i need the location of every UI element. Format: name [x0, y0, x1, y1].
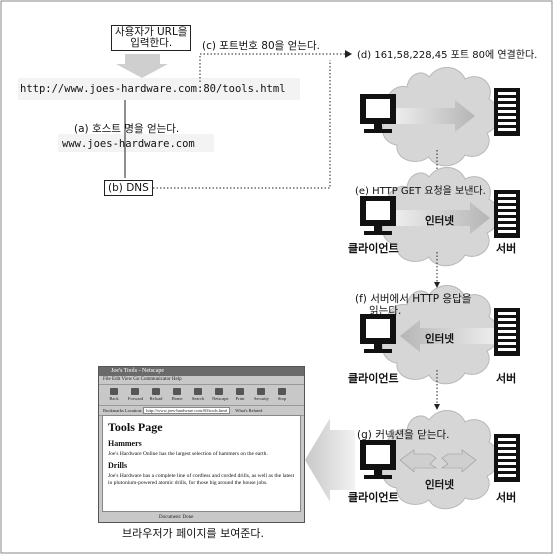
- reload-icon: [152, 388, 160, 395]
- server-rack-3: [494, 308, 520, 356]
- search-icon: [194, 388, 202, 395]
- stop-icon: [278, 388, 286, 395]
- toolbar-button-home[interactable]: Home: [170, 388, 184, 402]
- arrowhead-3-4: [434, 404, 440, 410]
- browser-titlebar: Joe's Tools - Netscape: [99, 367, 304, 376]
- print-icon: [236, 388, 244, 395]
- internet-cloud-4: [381, 409, 500, 510]
- whats-related-button[interactable]: What's Related: [235, 408, 263, 413]
- browser-window: Joe's Tools - Netscape File Edit View Go…: [98, 366, 305, 523]
- home-icon: [173, 388, 181, 395]
- url-text: http://www.joes-hardware.com:80/tools.ht…: [20, 83, 286, 95]
- browser-status: Document: Done: [159, 515, 194, 520]
- step-f-label: (f) 서버에서 HTTP 응답을 읽는다.: [355, 293, 471, 317]
- connect-arrow-1: [395, 100, 475, 132]
- back-icon: [110, 388, 118, 395]
- broken-connection-arrow: [399, 449, 477, 473]
- toolbar-button-forward[interactable]: Forward: [128, 388, 144, 402]
- netscape-icon: [215, 388, 223, 395]
- url-path: /tools.html: [215, 83, 286, 95]
- toolbar-button-security[interactable]: Security: [254, 388, 269, 402]
- url-port: :80: [197, 83, 216, 95]
- toolbar-button-label: Home: [171, 396, 183, 401]
- browser-content: Tools Page Hammers Joe's Hardware Online…: [102, 415, 301, 512]
- user-to-url-arrow: [116, 54, 168, 78]
- section1-text: Joe's Hardware Online has the largest se…: [108, 451, 268, 457]
- step-f-line1: (f) 서버에서 HTTP 응답을: [355, 293, 472, 305]
- server-label-4: 서버: [496, 491, 517, 504]
- toolbar-button-label: Print: [235, 396, 245, 401]
- section2-heading: Drills: [108, 461, 128, 470]
- display-arrow: [305, 418, 355, 502]
- internet-label-2: 인터넷: [425, 215, 454, 227]
- client-label-3: 클라이언트: [348, 372, 399, 385]
- toolbar-button-label: Reload: [149, 396, 163, 401]
- client-label-2: 클라이언트: [348, 242, 399, 255]
- toolbar-button-label: Security: [254, 396, 269, 401]
- port-dotted-path: [199, 53, 345, 82]
- server-label-2: 서버: [496, 242, 517, 255]
- toolbar-button-search[interactable]: Search: [191, 388, 205, 402]
- server-rack-2: [494, 190, 520, 238]
- toolbar-button-back[interactable]: Back: [107, 388, 121, 402]
- location-input[interactable]: http://www.joes-hardware.com:80/tools.ht…: [143, 407, 231, 414]
- server-label-3: 서버: [496, 372, 517, 385]
- server-rack-4: [494, 434, 520, 482]
- step-a-label: (a) 호스트 명을 얻는다.: [74, 123, 180, 135]
- server-rack-1: [494, 88, 520, 136]
- url-prefix: http://www.joes-hardware.com: [20, 83, 198, 95]
- client-label-4: 클라이언트: [348, 491, 399, 504]
- caption: 브라우저가 페이지를 보여준다.: [122, 527, 265, 540]
- toolbar-button-print[interactable]: Print: [233, 388, 247, 402]
- toolbar-button-stop[interactable]: Stop: [275, 388, 289, 402]
- step-c-label: (c) 포트번호 80을 얻는다.: [202, 40, 320, 52]
- location-label: Bookmarks Location:: [103, 408, 143, 413]
- host-name: www.joes-hardware.com: [62, 138, 195, 150]
- toolbar-button-label: Search: [191, 396, 205, 401]
- internet-label-4: 인터넷: [425, 479, 454, 491]
- user-box-line2: 입력한다.: [130, 37, 173, 49]
- toolbar-button-netscape[interactable]: Netscape: [212, 388, 229, 402]
- toolbar-button-label: Netscape: [212, 396, 229, 401]
- internet-label-3: 인터넷: [425, 333, 454, 345]
- browser-window-title: Joe's Tools - Netscape: [111, 368, 165, 374]
- step-g-label: (g) 커넥션을 닫는다.: [357, 429, 450, 441]
- user-input-box: 사용자가 URL을 입력한다.: [111, 25, 192, 51]
- step-f-line2: 읽는다.: [369, 305, 402, 317]
- browser-toolbar: Back Forward Reload Home Search Netscape Print…: [99, 384, 304, 406]
- step-d-label: (d) 161,58,228,45 포트 80에 연결한다.: [357, 50, 538, 61]
- toolbar-button-label: Stop: [277, 396, 287, 401]
- section1-heading: Hammers: [108, 439, 142, 448]
- toolbar-button-reload[interactable]: Reload: [149, 388, 163, 402]
- port-arrowhead: [345, 50, 352, 58]
- section2-text: Joe's Hardware has a complete line of co…: [108, 473, 295, 486]
- request-arrow-2: [395, 202, 490, 234]
- dns-box: (b) DNS: [104, 180, 153, 196]
- security-icon: [257, 388, 265, 395]
- forward-icon: [131, 388, 139, 395]
- arrowhead-2-3: [434, 282, 440, 288]
- browser-menubar: File Edit View Go Communicator Help: [103, 377, 182, 382]
- toolbar-button-label: Back: [109, 396, 119, 401]
- page-heading: Tools Page: [108, 420, 163, 434]
- user-box-line1: 사용자가 URL을: [115, 26, 188, 38]
- response-arrow-3: [400, 320, 495, 352]
- toolbar-button-label: Forward: [128, 396, 144, 401]
- step-e-label: (e) HTTP GET 요청을 보낸다.: [355, 186, 486, 197]
- url-highlight: [18, 78, 300, 100]
- host-highlight: [58, 134, 214, 152]
